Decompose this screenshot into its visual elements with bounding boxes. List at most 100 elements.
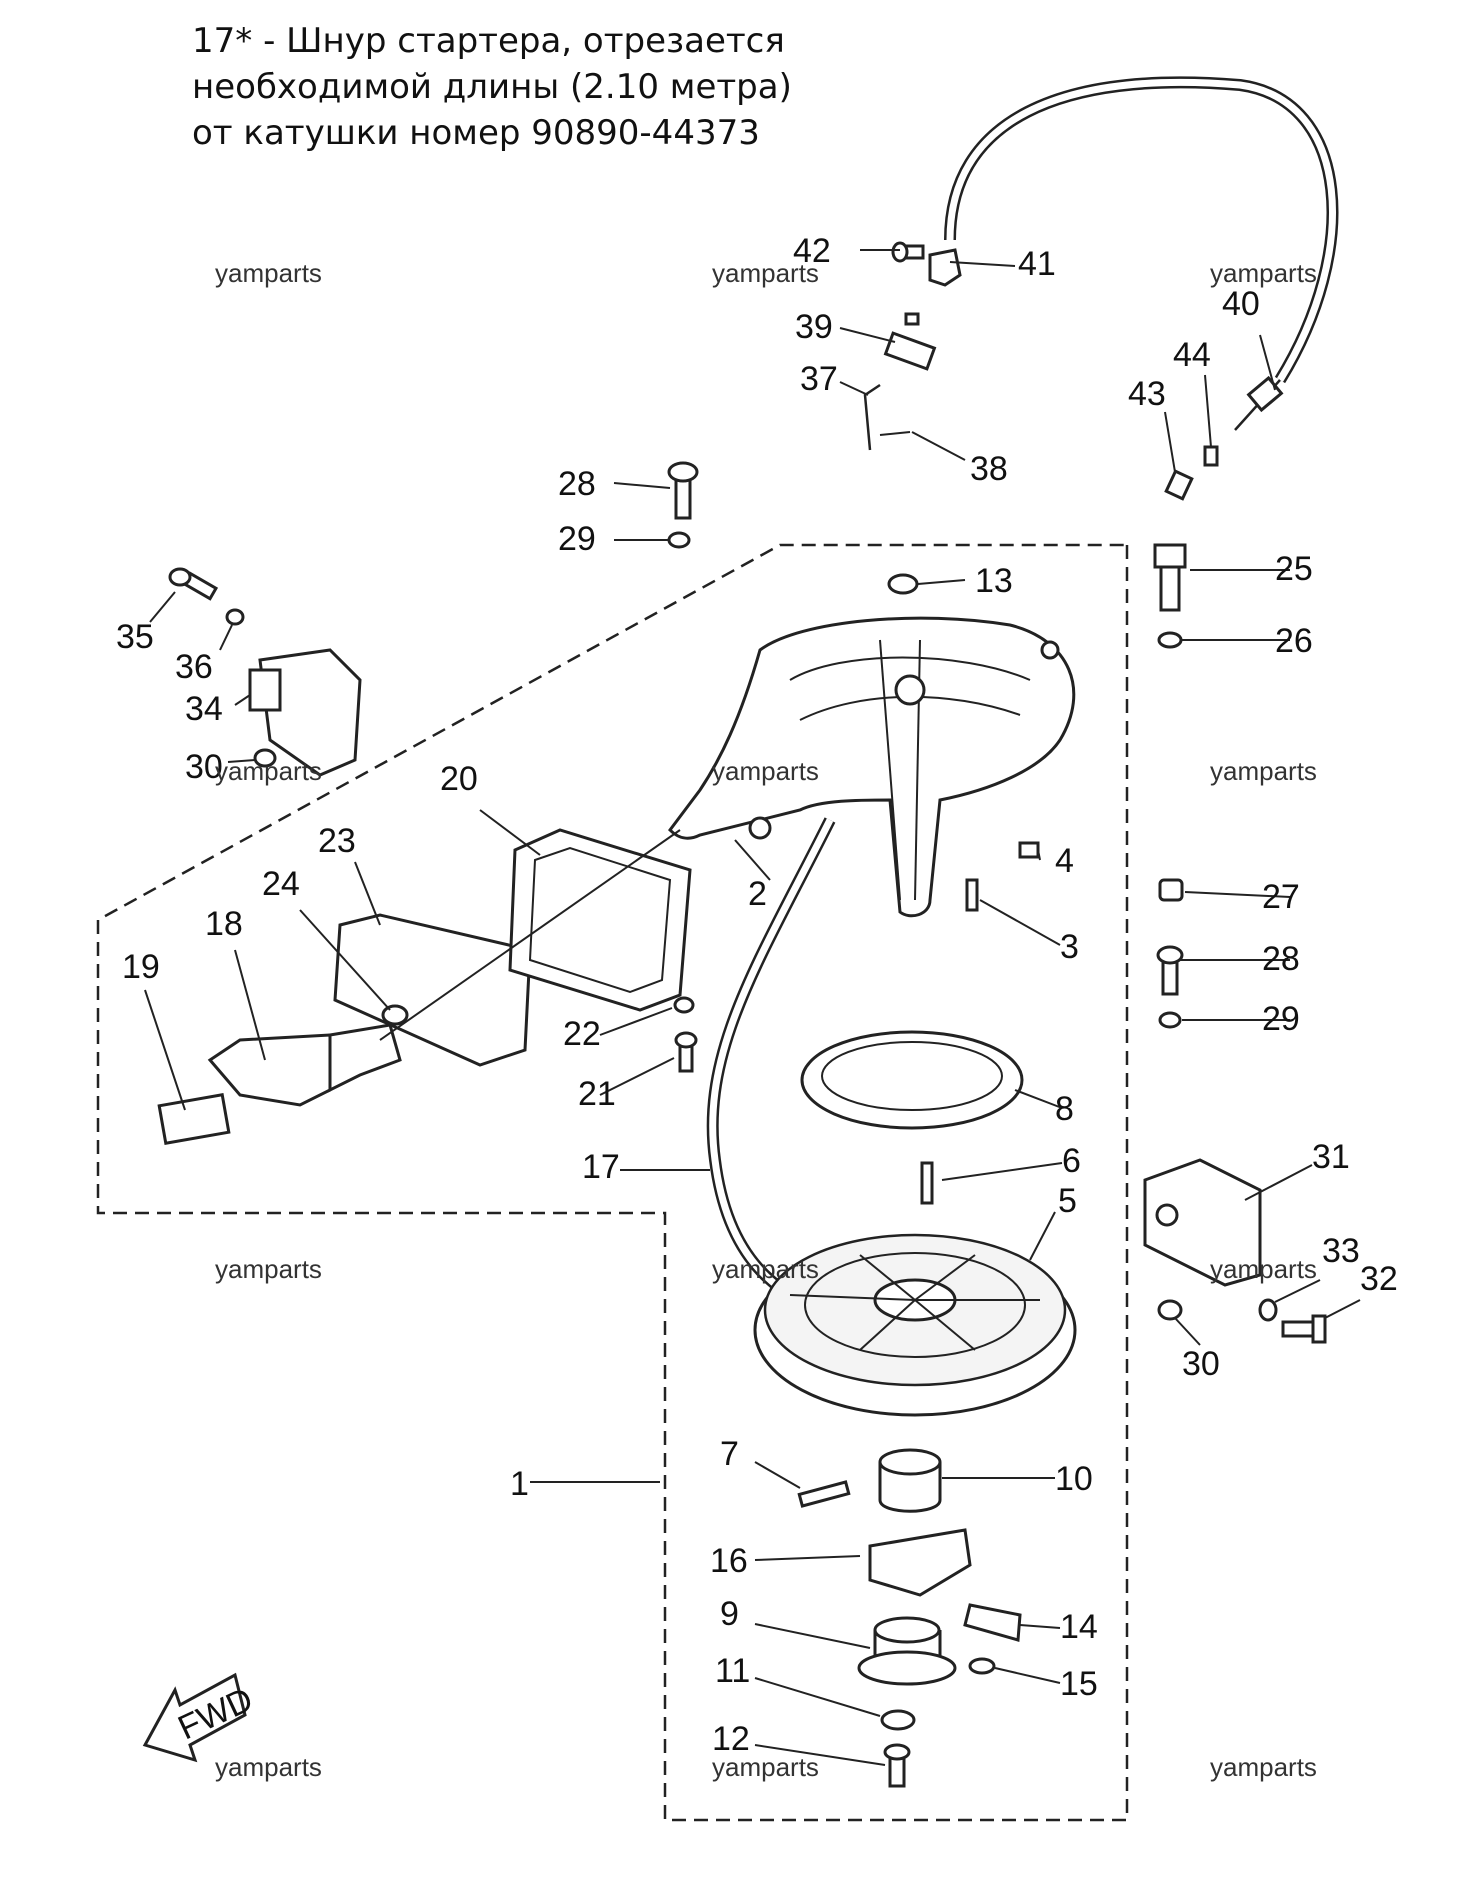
bolt-25 <box>1153 543 1187 612</box>
bolt-28-right <box>1156 945 1184 996</box>
drive-plate <box>857 1616 957 1686</box>
label-42: 42 <box>793 232 831 270</box>
label-12: 12 <box>712 1720 750 1758</box>
spring-pin <box>920 1161 934 1205</box>
bolt-21 <box>674 1031 698 1073</box>
label-19: 19 <box>122 948 160 986</box>
washer-22 <box>673 996 695 1014</box>
washer-26 <box>1157 631 1183 649</box>
label-22: 22 <box>563 1015 601 1053</box>
clip-15 <box>968 1657 996 1675</box>
label-3: 3 <box>1060 928 1079 966</box>
label-4: 4 <box>1055 842 1074 880</box>
joint-43 <box>1164 469 1194 501</box>
watermark: yamparts <box>1210 756 1317 786</box>
drive-pawl <box>963 1603 1022 1642</box>
label-9: 9 <box>720 1595 739 1633</box>
label-32: 32 <box>1360 1260 1398 1298</box>
clip-44 <box>1203 445 1219 467</box>
label-17: 17 <box>582 1148 620 1186</box>
link-rod-37 <box>863 383 881 451</box>
label-43: 43 <box>1128 375 1166 413</box>
bolt-35 <box>168 567 219 601</box>
pin-38 <box>879 431 911 436</box>
label-24: 24 <box>262 865 300 903</box>
drive-sleeve <box>878 1448 942 1513</box>
label-29-top: 29 <box>558 520 596 558</box>
washer-29-right <box>1158 1011 1182 1029</box>
label-37: 37 <box>800 360 838 398</box>
label-38: 38 <box>970 450 1008 488</box>
washer-11 <box>880 1709 916 1731</box>
label-36: 36 <box>175 648 213 686</box>
watermark: yamparts <box>1210 1752 1317 1782</box>
collar-4 <box>1018 841 1040 859</box>
label-23: 23 <box>318 822 356 860</box>
label-11: 11 <box>715 1652 750 1690</box>
watermark: yamparts <box>712 1752 819 1782</box>
label-6: 6 <box>1062 1142 1081 1180</box>
starter-case <box>668 616 1076 918</box>
watermark: yamparts <box>712 756 819 786</box>
watermarks: yamparts yamparts yamparts yamparts yamp… <box>215 258 1317 1782</box>
label-25: 25 <box>1275 550 1313 588</box>
label-5: 5 <box>1058 1182 1077 1220</box>
label-8: 8 <box>1055 1090 1074 1128</box>
label-28-right: 28 <box>1262 940 1300 978</box>
label-20: 20 <box>440 760 478 798</box>
dowel-pin <box>965 878 979 912</box>
friction-plate <box>868 1528 972 1597</box>
label-10: 10 <box>1055 1460 1093 1498</box>
label-26: 26 <box>1275 622 1313 660</box>
seal-24 <box>381 1004 409 1026</box>
assembly-outline <box>96 543 1129 1822</box>
label-28-top: 28 <box>558 465 596 503</box>
nut-13 <box>887 573 919 595</box>
watermark: yamparts <box>215 756 322 786</box>
leader-lines <box>144 249 1361 1766</box>
label-33: 33 <box>1322 1232 1360 1270</box>
label-1: 1 <box>510 1465 529 1503</box>
starter-handle <box>207 1023 402 1107</box>
pin-7 <box>797 1480 851 1508</box>
right-bracket <box>1143 1158 1262 1287</box>
watermark: yamparts <box>712 1254 819 1284</box>
label-16: 16 <box>710 1542 748 1580</box>
label-35: 35 <box>116 618 154 656</box>
label-31: 31 <box>1312 1138 1350 1176</box>
washer-33 <box>1258 1298 1278 1322</box>
label-34: 34 <box>185 690 223 728</box>
screw-42 <box>891 241 925 263</box>
starter-cord-note: 17* - Шнур стартера, отрезается необходи… <box>192 18 792 156</box>
starter-pulley <box>753 1233 1077 1417</box>
note-line-1: 17* - Шнур стартера, отрезается <box>192 21 785 61</box>
bolt-32 <box>1281 1314 1327 1344</box>
bolt-28-top <box>667 461 699 520</box>
watermark: yamparts <box>215 1254 322 1284</box>
watermark: yamparts <box>215 1752 322 1782</box>
left-bracket <box>248 648 362 777</box>
label-30-right: 30 <box>1182 1345 1220 1383</box>
label-7: 7 <box>720 1435 739 1473</box>
handle-grip <box>157 1092 231 1146</box>
cap-27 <box>1158 878 1184 902</box>
note-line-3: от катушки номер 90890-44373 <box>192 113 760 153</box>
bolt-12 <box>883 1743 911 1788</box>
washer-36 <box>225 608 245 626</box>
label-13: 13 <box>975 562 1013 600</box>
watermark: yamparts <box>712 258 819 288</box>
cable-bracket-41 <box>928 248 962 287</box>
watermark: yamparts <box>1210 258 1317 288</box>
label-41: 41 <box>1018 245 1056 283</box>
washer-29-top <box>667 531 691 549</box>
label-44: 44 <box>1173 336 1211 374</box>
watermark: yamparts <box>215 258 322 288</box>
fwd-arrow-icon: FWD <box>142 1672 259 1763</box>
spiral-spring-case <box>800 1030 1024 1130</box>
label-15: 15 <box>1060 1665 1098 1703</box>
label-27: 27 <box>1262 878 1300 916</box>
note-line-2: необходимой длины (2.10 метра) <box>192 67 792 107</box>
watermark: yamparts <box>1210 1254 1317 1284</box>
